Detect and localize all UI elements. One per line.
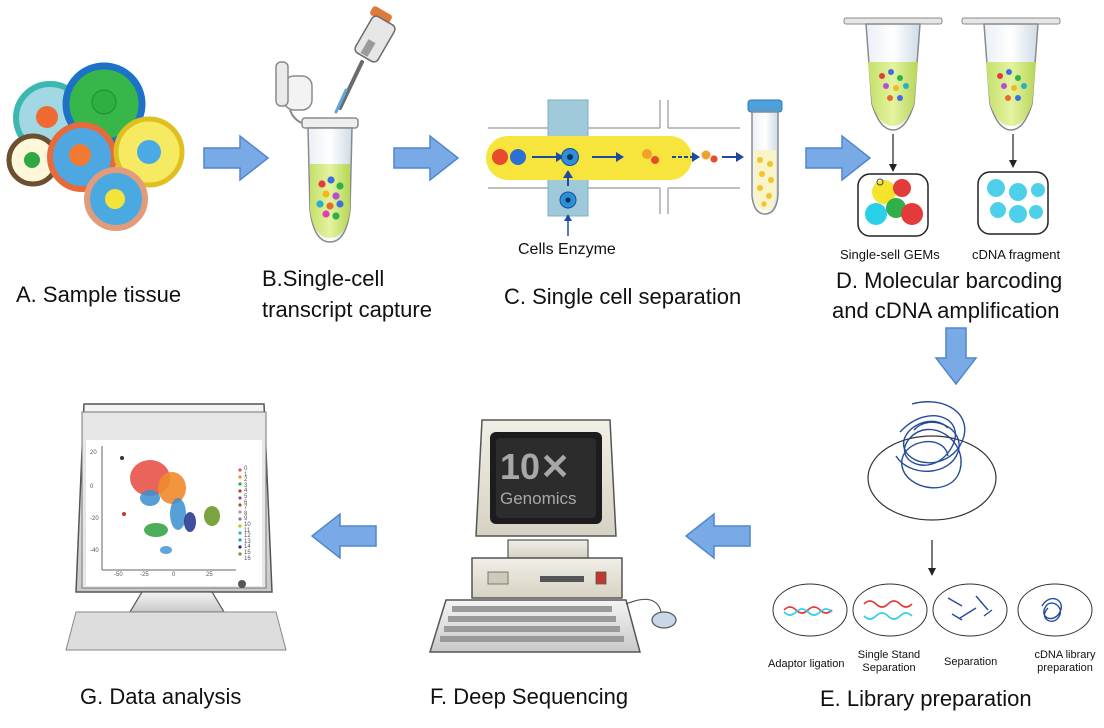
plot-legend-label: 9 [244, 516, 248, 523]
gems-label: Single-sell GEMs [840, 247, 940, 262]
separation-label: Separation [944, 656, 998, 668]
adaptor-ligation-label: Adaptor ligation [768, 658, 845, 670]
plot-legend-label: 6 [244, 499, 248, 506]
tube-cdna [961, 17, 1061, 131]
plot-legend-label: 2 [244, 477, 248, 484]
plot-x-tick: 25 [206, 572, 213, 578]
plot-legend-label: 11 [244, 527, 251, 534]
plot-legend-label: 16 [244, 555, 251, 562]
single-stand-label-line2: Separation [862, 662, 916, 674]
plot-y-tick: -20 [90, 516, 99, 522]
arrow-d-to-e [934, 327, 978, 386]
arrow-c-to-d [805, 134, 872, 182]
arrow-f-to-g [310, 512, 377, 560]
plot-legend-label: 1 [244, 471, 248, 478]
plot-y-tick: 0 [90, 484, 94, 490]
capture-tube-illustration [275, 6, 396, 243]
step-d-label-line1: D. Molecular barcoding [836, 268, 1063, 293]
step-b-label-line2: transcript capture [262, 297, 432, 322]
cell-beads [316, 176, 344, 220]
cdna-fragment-label: cDNA fragment [972, 247, 1061, 262]
cdna-library-step [1017, 583, 1093, 637]
dna-tangle-icon [895, 401, 966, 489]
arrow-e-to-f [684, 512, 751, 560]
cell [113, 116, 185, 188]
plot-legend-label: 4 [244, 488, 248, 495]
plot-x-tick: -50 [114, 572, 123, 578]
cell [84, 167, 148, 231]
plot-y-tick: -40 [90, 548, 99, 554]
separation-step [932, 583, 1008, 637]
barcoding-illustration [843, 17, 1061, 237]
plot-y-tick: 20 [90, 450, 97, 456]
step-e-label: E. Library preparation [820, 686, 1032, 711]
step-c-label: C. Single cell separation [504, 284, 742, 309]
tube-gems [843, 17, 943, 131]
screen-logo-sub: Genomics [500, 489, 577, 508]
single-stand-step [852, 583, 928, 637]
single-stand-label-line1: Single Stand [857, 649, 921, 661]
adaptor-ligation-step [772, 583, 848, 637]
plot-legend-label: 5 [244, 494, 248, 500]
cdna-box [977, 171, 1049, 235]
library-illustration [772, 401, 1093, 637]
plot-legend-label: 10 [244, 522, 251, 528]
gems-box [857, 173, 929, 237]
sample-tissue-illustration [6, 62, 185, 231]
step-d-label-line2: and cDNA amplification [832, 298, 1060, 323]
plot-x-tick: -25 [140, 572, 149, 578]
pipette-icon [334, 6, 396, 114]
plot-x-tick: 0 [172, 572, 176, 578]
screen-logo-main: 10✕ [500, 446, 571, 487]
step-g-label: G. Data analysis [80, 684, 242, 709]
sequencer-computer-illustration [428, 419, 677, 653]
plot-legend-label: 8 [244, 510, 248, 517]
plot-legend-label: 12 [244, 533, 251, 540]
step-b-label-line1: B.Single-cell [262, 266, 385, 291]
umap-clusters [120, 456, 220, 554]
plot-legend-markers [238, 468, 242, 556]
arrow-a-to-b [203, 134, 270, 182]
cdna-library-label-line1: cDNA library [1034, 649, 1096, 661]
plot-legend-label: 0 [244, 466, 248, 472]
plot-legend-label: 13 [244, 538, 251, 545]
step-f-label: F. Deep Sequencing [430, 684, 629, 709]
cdna-library-label-line2: preparation [1037, 662, 1093, 674]
microfluidic-chip-illustration [486, 99, 783, 236]
arrow-b-to-c [393, 134, 460, 182]
analysis-monitor-illustration [65, 403, 287, 651]
plot-legend-label: 15 [244, 550, 251, 556]
cells-enzyme-label: Cells Enzyme [518, 241, 616, 258]
plot-legend-label: 7 [244, 505, 248, 512]
step-a-label: A. Sample tissue [16, 282, 182, 307]
plot-legend-label: 14 [244, 544, 251, 551]
plot-legend-label: 3 [244, 482, 248, 489]
